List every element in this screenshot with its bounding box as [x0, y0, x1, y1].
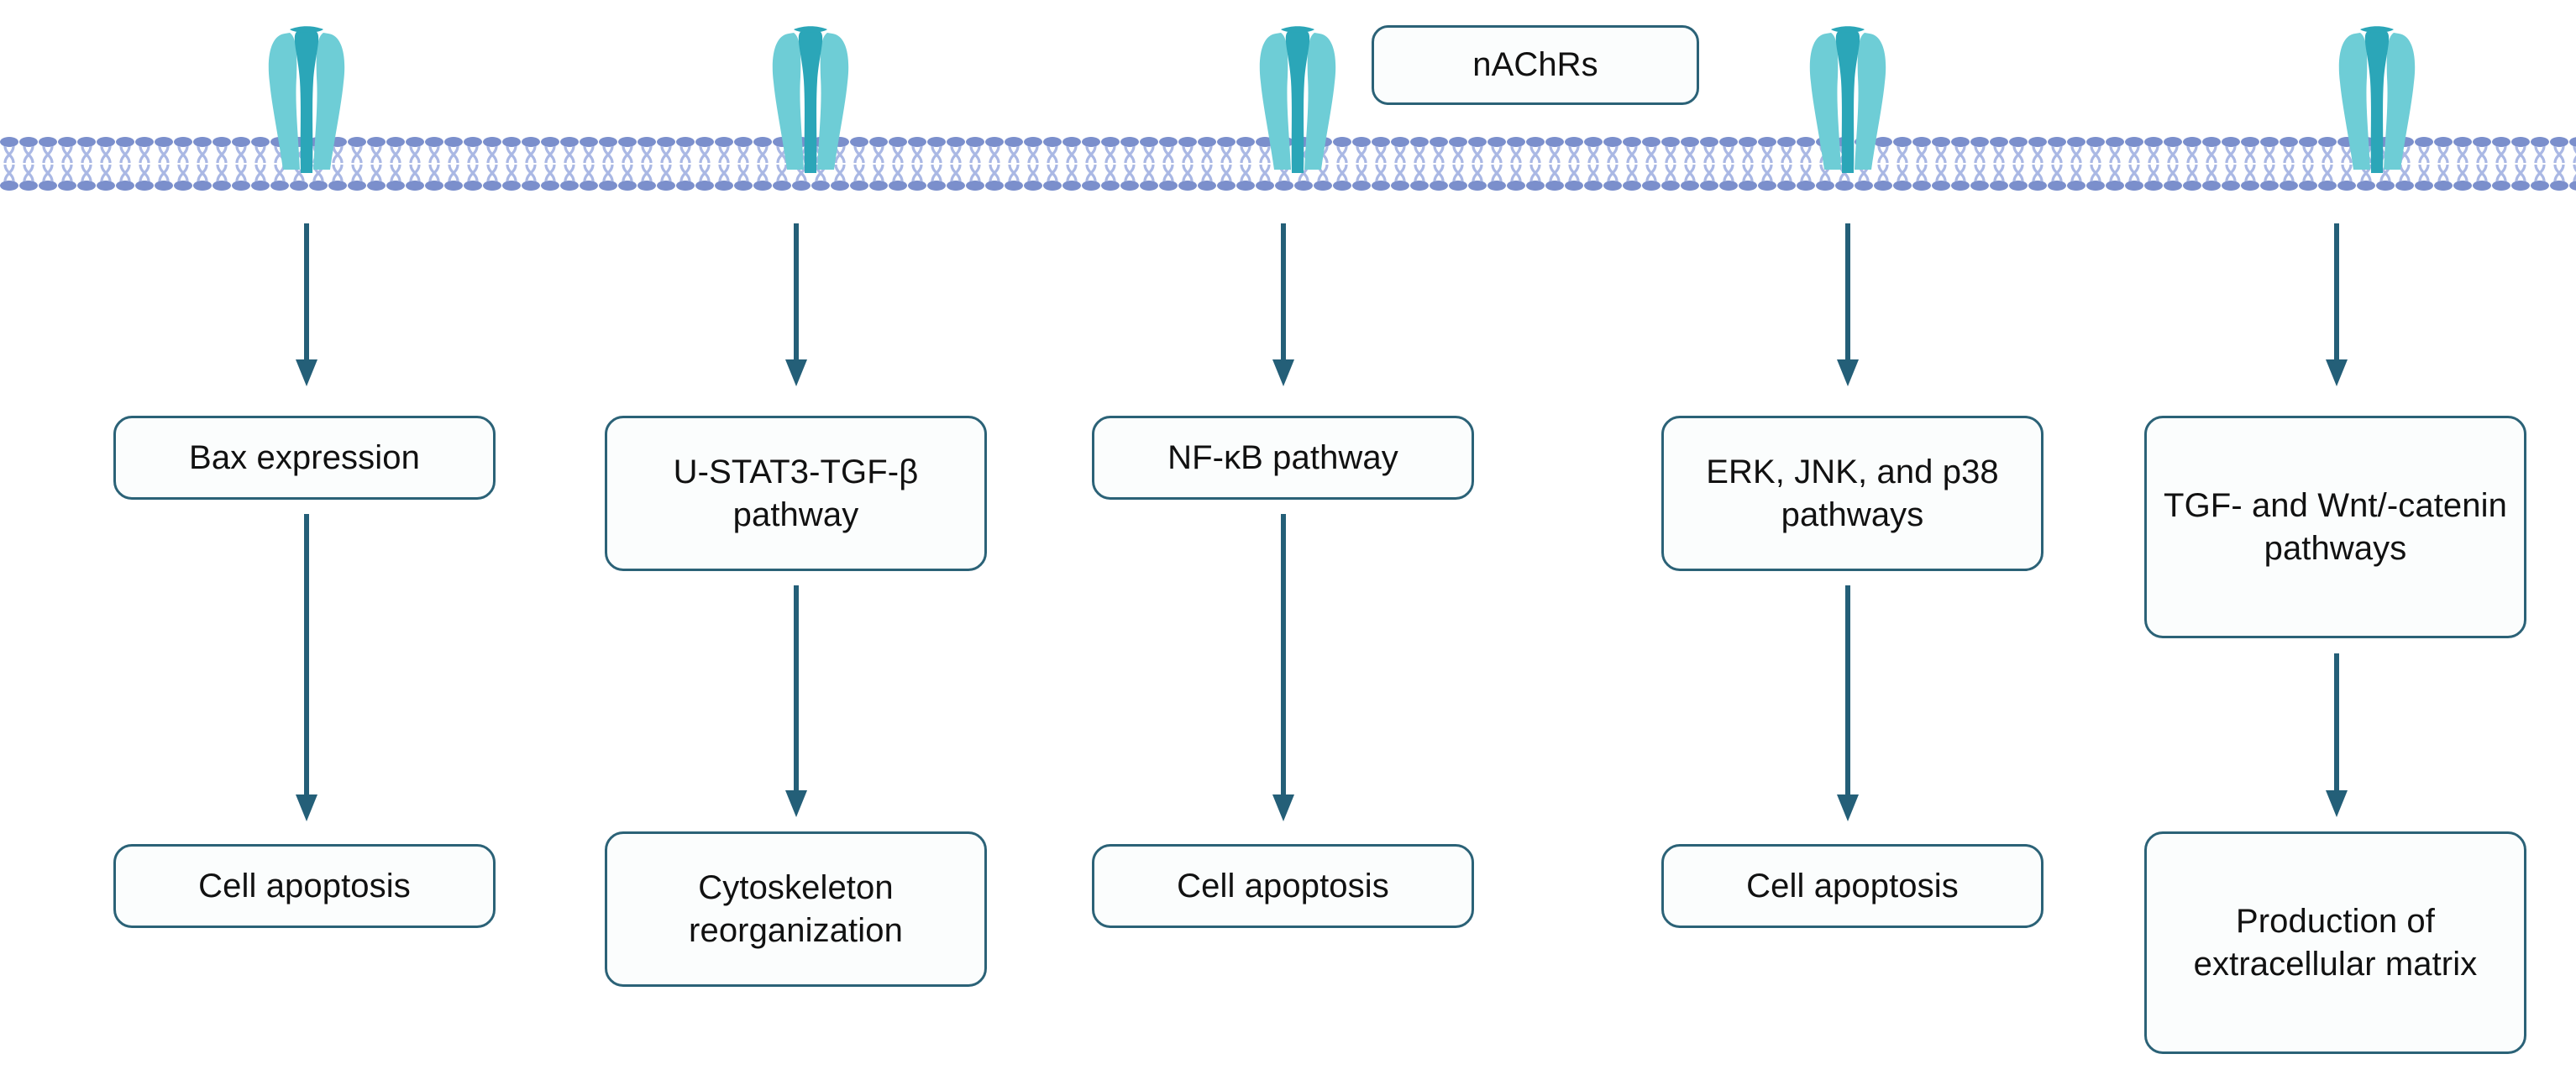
- pathway-box-1[interactable]: Bax expression: [113, 416, 496, 500]
- pathway-box-3[interactable]: NF-κB pathway: [1092, 416, 1474, 500]
- arrow-pathway-to-outcome: [779, 585, 813, 819]
- outcome-box-2[interactable]: Cytoskeleton reorganization: [605, 831, 987, 987]
- pathway-box-5[interactable]: TGF- and Wnt/-catenin pathways: [2144, 416, 2526, 638]
- arrow-pathway-to-outcome: [2320, 653, 2353, 819]
- arrow-receptor-to-pathway: [1267, 223, 1300, 388]
- outcome-box-5[interactable]: Production of extracellular matrix: [2144, 831, 2526, 1054]
- nachr-receptor-icon: [1797, 17, 1898, 185]
- outcome-box-4[interactable]: Cell apoptosis: [1661, 844, 2043, 928]
- legend-box-nachrs[interactable]: nAChRs: [1372, 25, 1699, 105]
- nachr-receptor-icon: [760, 17, 861, 185]
- pathway-box-2[interactable]: U-STAT3-TGF-β pathway: [605, 416, 987, 571]
- arrow-receptor-to-pathway: [1831, 223, 1865, 388]
- arrow-receptor-to-pathway: [290, 223, 323, 388]
- arrow-pathway-to-outcome: [1831, 585, 1865, 823]
- arrow-receptor-to-pathway: [779, 223, 813, 388]
- nachr-receptor-icon: [256, 17, 357, 185]
- arrow-pathway-to-outcome: [290, 514, 323, 823]
- nachr-receptor-icon: [1247, 17, 1348, 185]
- arrow-receptor-to-pathway: [2320, 223, 2353, 388]
- pathway-box-4[interactable]: ERK, JNK, and p38 pathways: [1661, 416, 2043, 571]
- outcome-box-3[interactable]: Cell apoptosis: [1092, 844, 1474, 928]
- nachr-receptor-icon: [2327, 17, 2427, 185]
- outcome-box-1[interactable]: Cell apoptosis: [113, 844, 496, 928]
- arrow-pathway-to-outcome: [1267, 514, 1300, 823]
